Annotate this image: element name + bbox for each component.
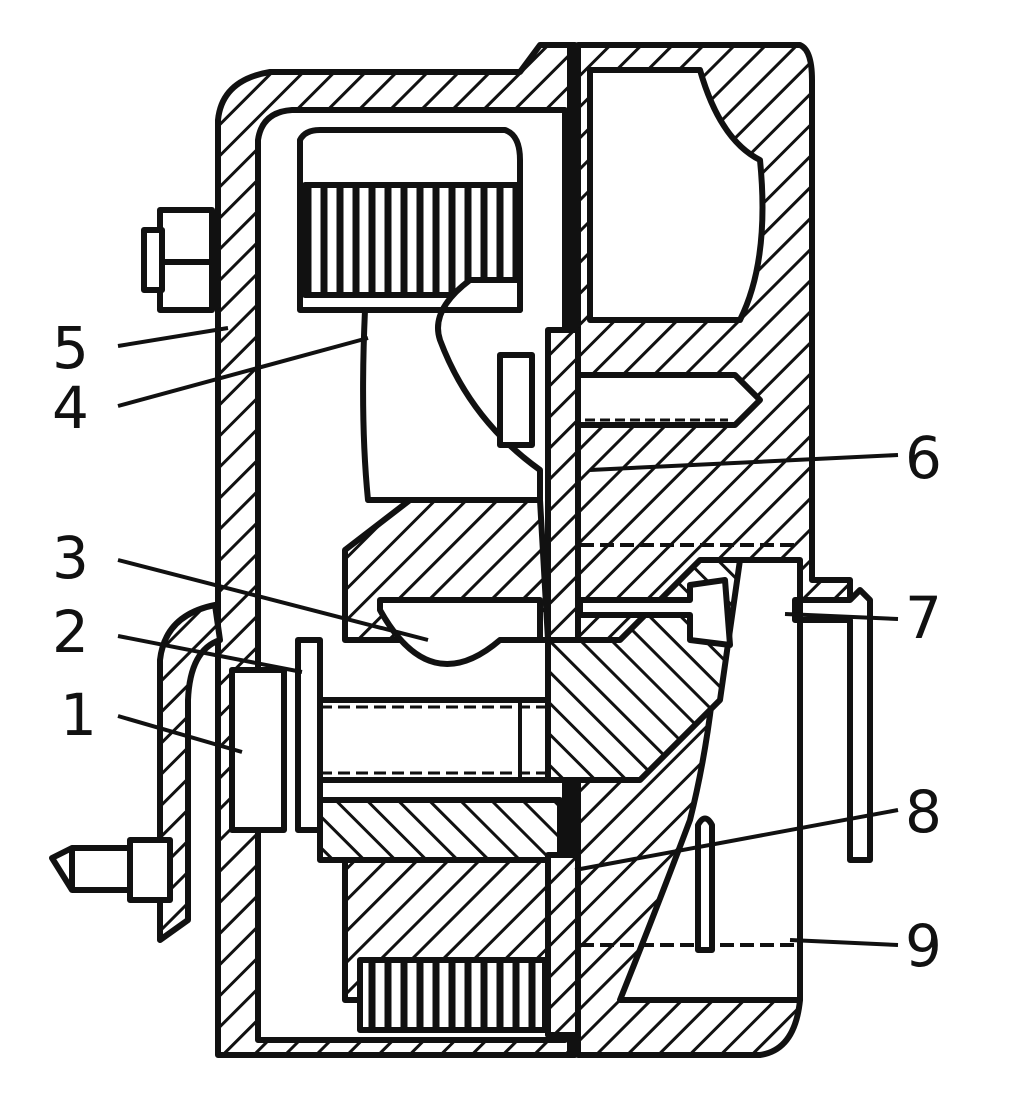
leader-7: [784, 612, 899, 621]
leader-9: [789, 938, 899, 947]
washer: [295, 637, 323, 833]
leader-6: [589, 453, 899, 472]
sensor-housing: [157, 602, 223, 943]
callout-3: 3: [52, 524, 89, 592]
leader-4: [117, 336, 369, 408]
gear-lower-teeth: [357, 957, 548, 1033]
callout-8: 8: [905, 778, 942, 846]
body-upper-cavity: [587, 67, 766, 323]
cover-nut-cap: [141, 227, 165, 293]
oil-passage: [577, 577, 733, 648]
sensor-tip: [49, 845, 133, 893]
callout-7: 7: [905, 584, 942, 652]
upper-bolt-shank: [557, 372, 763, 428]
leader-5: [117, 326, 229, 348]
callout-4: 4: [52, 374, 89, 442]
lower-plate: [545, 852, 581, 1038]
upper-bolt-head: [497, 352, 535, 448]
leader-1: [117, 714, 243, 754]
callout-9: 9: [905, 912, 942, 980]
thrust-plate: [545, 327, 581, 643]
callout-2: 2: [52, 598, 89, 666]
sensor-body: [127, 837, 173, 903]
leader-8: [574, 808, 899, 872]
gear-web: [360, 277, 543, 503]
side-flange: [792, 587, 873, 863]
dowel-pin: [695, 815, 715, 953]
leader-lines: [117, 326, 899, 947]
leader-3: [117, 558, 429, 642]
leader-2: [117, 634, 303, 674]
callout-1: 1: [60, 681, 97, 749]
ball-joint: [377, 597, 543, 667]
gear-upper-teeth: [302, 182, 520, 298]
shaft-flange: [317, 797, 563, 863]
callout-6: 6: [905, 424, 942, 492]
callout-5: 5: [52, 314, 89, 382]
